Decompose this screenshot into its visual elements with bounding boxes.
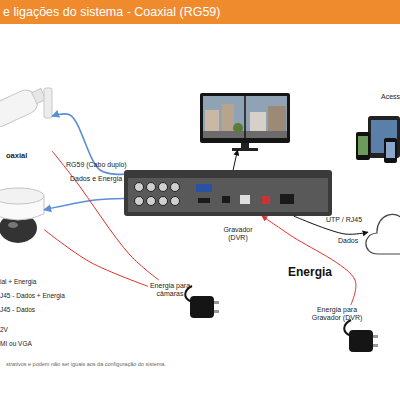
bnc-port <box>147 183 156 192</box>
network-cable <box>294 216 368 234</box>
diagram-label: 2V <box>0 326 8 333</box>
bnc-port <box>135 183 144 192</box>
monitor-node <box>198 92 290 150</box>
bnc-ports <box>135 183 180 206</box>
node-text: Gravador (DVR) <box>218 226 258 242</box>
remote-devices-node: Acess <box>355 92 400 167</box>
adapter-prong <box>214 301 219 304</box>
hdmi-port <box>198 198 210 203</box>
header-bar <box>0 0 400 24</box>
power-cable <box>44 230 148 287</box>
title-text: e ligações do sistema - Coaxial (RG59) <box>3 5 220 19</box>
diagram-label: J45 - Dados <box>0 306 35 313</box>
bnc-port <box>159 183 168 192</box>
dome-camera-node <box>0 182 44 246</box>
lan-port <box>240 195 250 204</box>
adapter-prong <box>373 335 378 338</box>
dvr-node: Gravador (DVR) <box>124 170 332 216</box>
power-port <box>262 196 270 204</box>
diagram-label: ial + Energia <box>0 278 36 285</box>
diagram-label: Dados <box>338 237 358 245</box>
diagram-label: MI ou VGA <box>0 340 32 347</box>
usb-port <box>222 196 230 203</box>
power-cable <box>52 151 159 280</box>
screen-divider <box>244 96 246 138</box>
monitor-screen <box>203 96 287 138</box>
dvr-power-node: Energia para Gravador (DVR) <box>310 305 382 360</box>
node-text: Energia para câmaras <box>148 282 192 298</box>
monitor-stand <box>241 143 249 148</box>
diagram-label: RG59 (Cabo duplo) <box>66 161 127 169</box>
dome-highlight <box>8 222 18 228</box>
power-cable <box>262 216 356 305</box>
power-adapter <box>349 330 373 352</box>
diagram-label: Energia <box>288 266 332 280</box>
monitor-frame <box>200 93 290 143</box>
internet-cloud <box>366 214 400 254</box>
phone <box>384 138 397 163</box>
diagram-label: UTP / RJ45 <box>326 216 362 224</box>
bnc-port <box>171 197 180 206</box>
power-adapter <box>190 296 214 318</box>
bnc-port <box>171 183 180 192</box>
node-text: Acess <box>381 93 400 101</box>
power-switch <box>280 194 294 204</box>
cloud-node <box>368 204 400 258</box>
diagram-label: Dados e Energia <box>70 175 122 183</box>
bnc-port <box>159 197 168 206</box>
diagram-label: J45 - Dados + Energia <box>0 292 65 299</box>
phone-screen <box>358 136 368 155</box>
video-cable <box>233 150 237 170</box>
node-text: Energia para Gravador (DVR) <box>310 306 364 322</box>
screen-tree <box>233 123 243 133</box>
dvr-panel <box>128 178 328 212</box>
dvr-body <box>124 170 332 216</box>
camera-power-node: Energia para câmaras <box>148 280 218 322</box>
dome-top <box>0 188 44 204</box>
bullet-camera <box>0 83 48 131</box>
node-text: oaxial <box>6 152 27 161</box>
bullet-camera-node: oaxial <box>0 72 52 164</box>
bnc-port <box>135 197 144 206</box>
vga-port <box>196 184 212 192</box>
wall-mount <box>44 88 52 118</box>
phone-screen <box>386 142 395 158</box>
phone <box>356 132 370 160</box>
monitor-base <box>232 148 258 151</box>
caption-text: strativos e podem não ser iguais aos da … <box>6 361 166 367</box>
adapter-prong <box>373 344 378 347</box>
bnc-port <box>147 197 156 206</box>
coax-cable <box>44 198 124 209</box>
adapter-prong <box>214 310 219 313</box>
